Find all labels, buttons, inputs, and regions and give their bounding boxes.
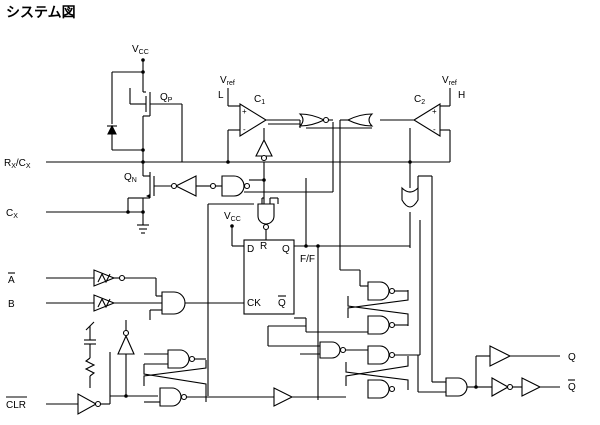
comparator-c1: Vref L C1 + - bbox=[218, 75, 301, 162]
rxcx-pin-label: RX/CX bbox=[4, 158, 31, 170]
c1-vref-label: Vref bbox=[220, 75, 235, 87]
svg-text:-: - bbox=[243, 125, 246, 134]
nmos-transistor-qn: QN bbox=[124, 162, 172, 225]
clamp-diode bbox=[107, 72, 145, 152]
input-a: A bbox=[8, 269, 162, 297]
c2-ref-h: H bbox=[458, 90, 465, 101]
diagram-title: システム図 bbox=[6, 5, 76, 21]
vcc-supply-top: VCC bbox=[112, 44, 149, 92]
clr-inverter-vertical bbox=[109, 320, 135, 396]
cx-pin-label: CX bbox=[6, 208, 18, 220]
qp-label: QP bbox=[160, 92, 173, 104]
or-gate-right bbox=[339, 113, 374, 270]
bottom-buffer bbox=[273, 387, 346, 407]
clr-rc-network bbox=[84, 321, 96, 388]
c1-ref-l: L bbox=[218, 90, 224, 101]
rxcx-line: RX/CX bbox=[4, 158, 450, 170]
input-clr: CLR bbox=[6, 393, 158, 415]
latch-right-lower-b bbox=[367, 379, 396, 399]
c1-label: C1 bbox=[254, 94, 265, 106]
a-pin-label: A bbox=[8, 275, 15, 286]
flip-flop: D R Q CK Q F/F bbox=[243, 239, 315, 315]
qn-label: QN bbox=[124, 172, 137, 184]
comparator-c2: Vref H C2 + - bbox=[380, 75, 465, 188]
c2-vref-label: Vref bbox=[442, 75, 457, 87]
reset-nand-gate bbox=[207, 197, 279, 396]
latch-right-upper-a bbox=[367, 281, 408, 301]
svg-text:+: + bbox=[242, 107, 247, 116]
latch-right-lower-a bbox=[367, 345, 396, 365]
nand-gate-top bbox=[216, 122, 334, 204]
ff-d: D bbox=[247, 244, 254, 255]
c1-inverter bbox=[255, 128, 273, 162]
vcc-label-top: VCC bbox=[132, 44, 149, 56]
svg-text:+: + bbox=[432, 107, 437, 116]
ff-label: F/F bbox=[300, 254, 315, 265]
cx-line: CX bbox=[6, 197, 149, 234]
q-output-buffer: Q bbox=[476, 345, 576, 367]
pmos-transistor-qp: QP bbox=[129, 88, 182, 162]
latch-right-upper-b bbox=[367, 315, 408, 335]
vcc-supply-ff: VCC bbox=[224, 211, 244, 247]
ff-q: Q bbox=[282, 244, 290, 255]
q-pin-label: Q bbox=[568, 352, 576, 363]
ff-r: R bbox=[260, 241, 267, 252]
qbar-output-chain: Q bbox=[476, 377, 576, 397]
ff-ck: CK bbox=[247, 298, 261, 309]
input-b: B bbox=[8, 294, 162, 312]
clr-pin-label: CLR bbox=[6, 400, 26, 411]
reset-or-gate bbox=[401, 175, 433, 382]
svg-text:-: - bbox=[433, 125, 436, 134]
c2-label: C2 bbox=[414, 94, 425, 106]
or-gate-left bbox=[298, 113, 333, 127]
latch-left-lower bbox=[144, 387, 274, 407]
qbar-pin-label: Q bbox=[568, 382, 576, 393]
and-gate-ab bbox=[149, 291, 244, 320]
latch-left-upper bbox=[144, 349, 206, 369]
qn-gate-buffer bbox=[170, 175, 217, 197]
ff-qbar: Q bbox=[278, 298, 286, 309]
b-pin-label: B bbox=[8, 299, 15, 310]
small-nand-middle bbox=[267, 325, 347, 359]
output-and-gate bbox=[417, 355, 478, 397]
vcc-label-ff: VCC bbox=[224, 211, 241, 223]
